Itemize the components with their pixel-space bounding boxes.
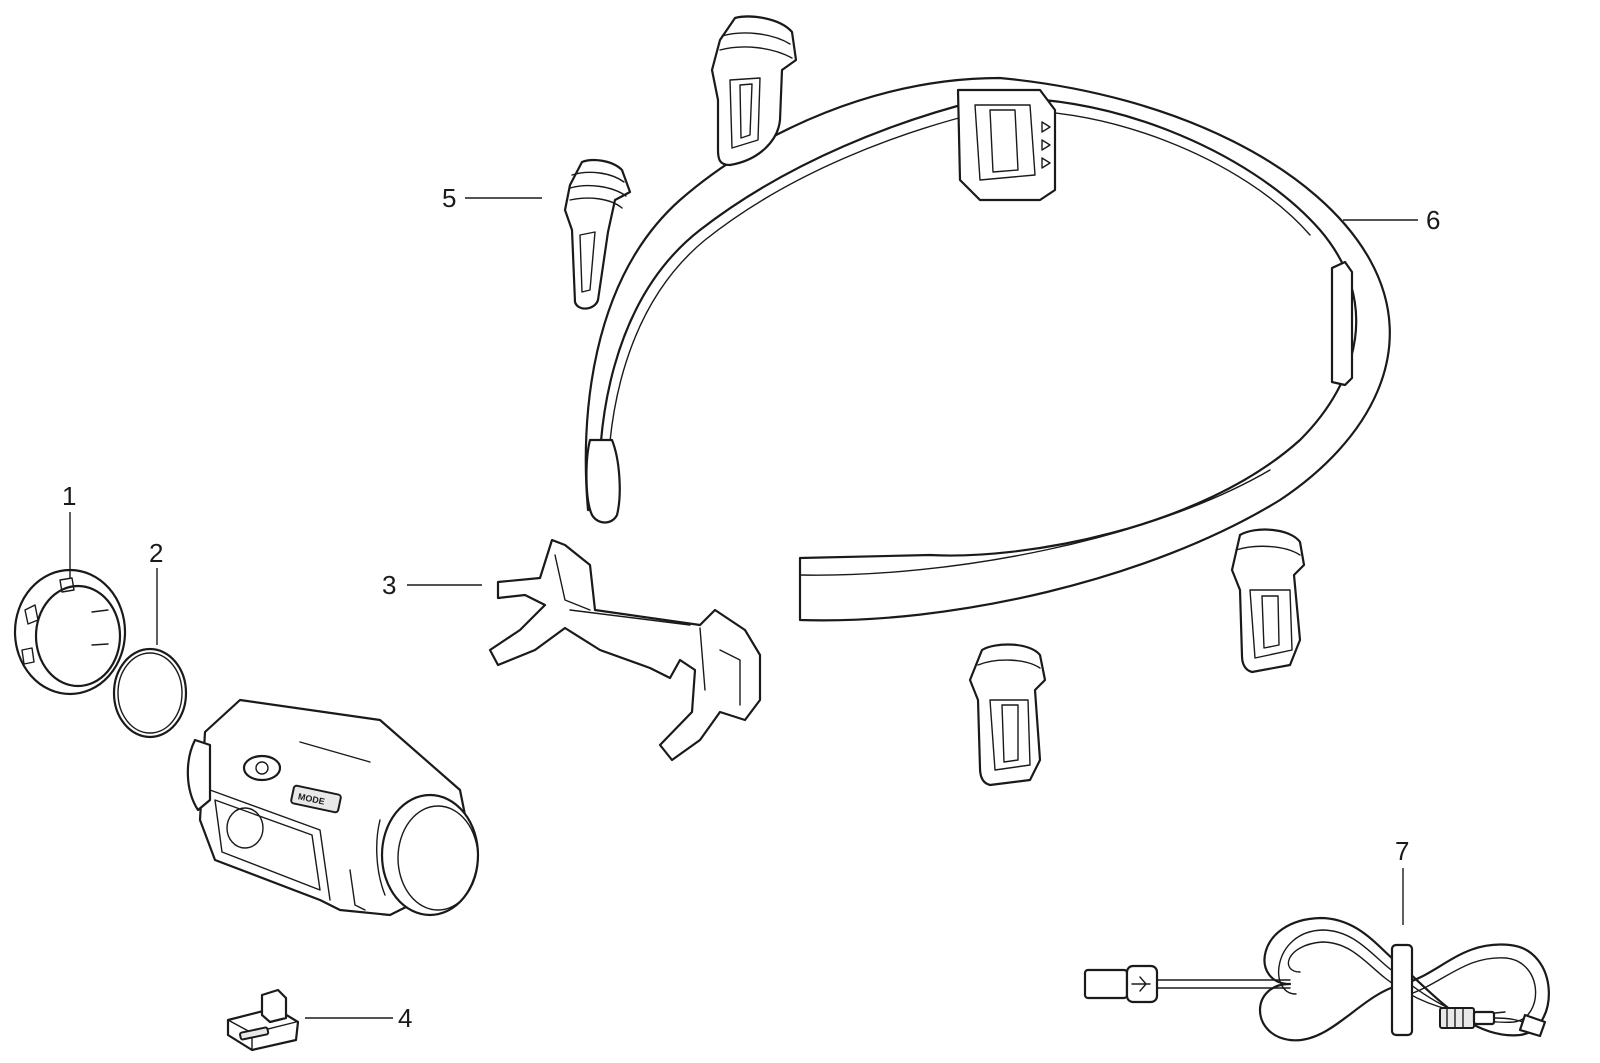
usb-symbol-icon bbox=[1131, 976, 1151, 992]
lens-bezel-ring-icon bbox=[13, 568, 127, 696]
usb-cable-icon bbox=[1083, 916, 1550, 1042]
callout-1: 1 bbox=[62, 481, 76, 511]
o-ring-icon bbox=[112, 647, 188, 739]
callout-7: 7 bbox=[1395, 836, 1409, 866]
hardhat-clip-icon bbox=[710, 15, 798, 167]
mounting-bracket-icon bbox=[488, 538, 762, 762]
callout-2: 2 bbox=[149, 538, 163, 568]
port-cover-icon bbox=[226, 988, 300, 1052]
head-strap-icon bbox=[584, 76, 1391, 622]
callout-3: 3 bbox=[382, 570, 396, 600]
callout-5: 5 bbox=[442, 183, 456, 213]
mode-button bbox=[290, 784, 342, 814]
callout-6: 6 bbox=[1426, 205, 1440, 235]
hardhat-clip-icon bbox=[1230, 528, 1306, 674]
hardhat-clip-icon bbox=[563, 159, 632, 310]
hardhat-clip-icon bbox=[968, 643, 1047, 787]
headlamp-body-icon: MODE bbox=[186, 698, 480, 917]
callout-4: 4 bbox=[398, 1003, 412, 1033]
